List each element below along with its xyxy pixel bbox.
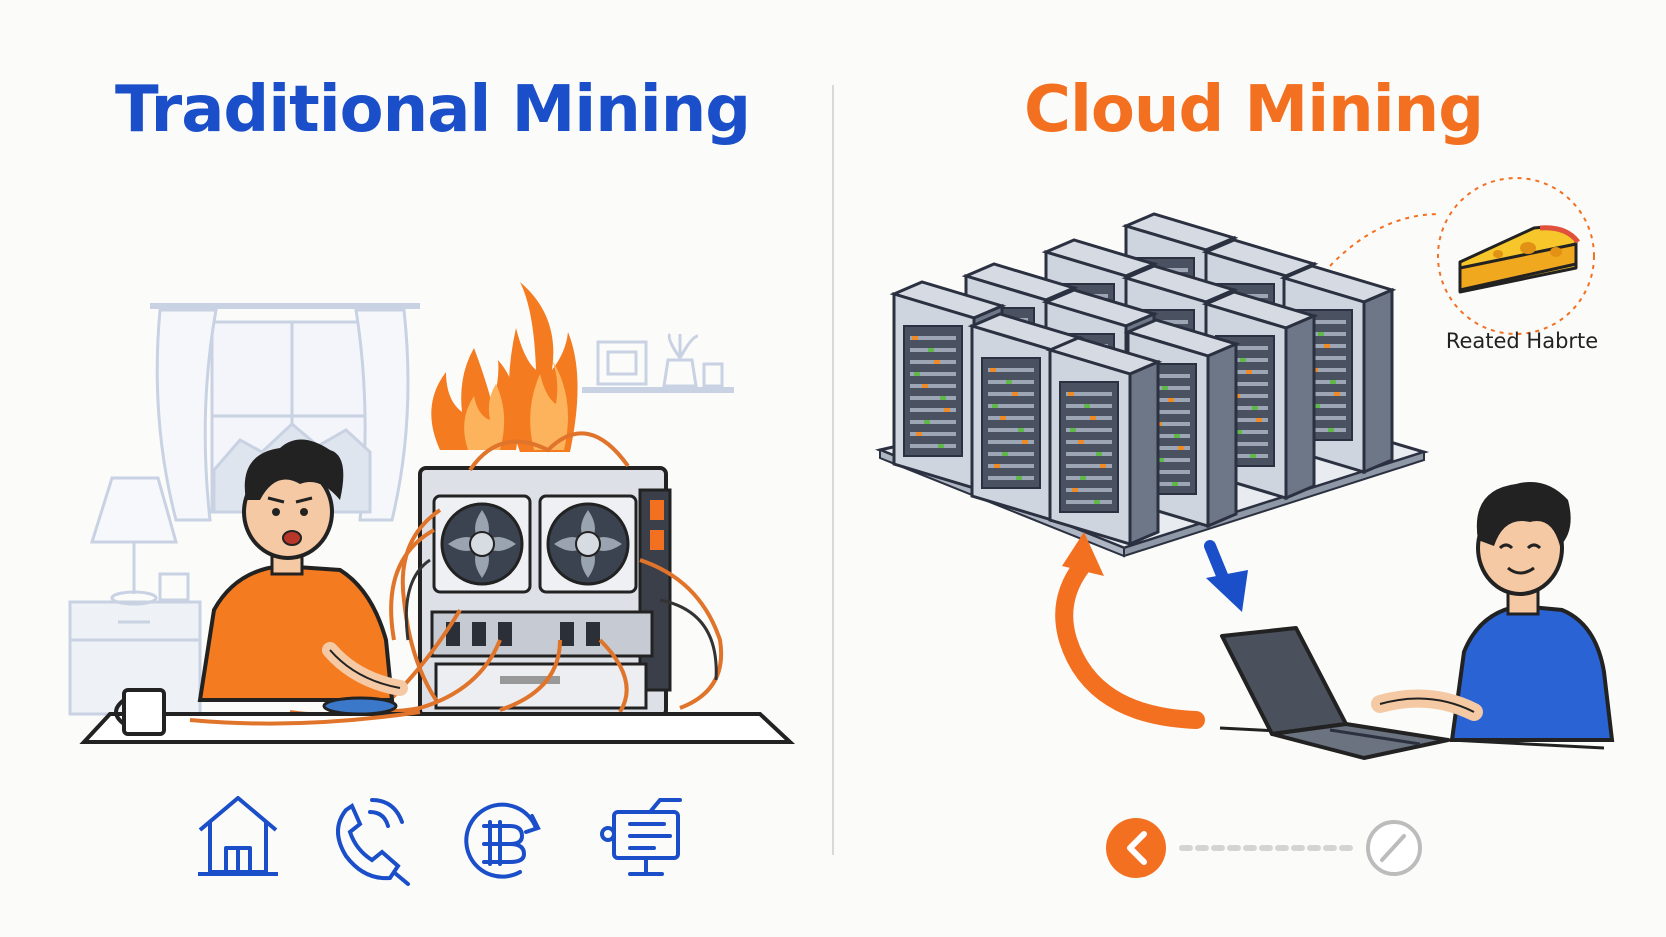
mining-rig <box>289 431 724 718</box>
overheating-flames <box>431 282 578 452</box>
edit-icon <box>1380 834 1406 862</box>
stressed-miner <box>197 439 408 702</box>
prev-button[interactable] <box>1106 818 1166 878</box>
relaxed-user <box>1371 482 1615 742</box>
home-icon <box>198 796 278 876</box>
cheese-icon <box>1458 225 1580 294</box>
next-button[interactable] <box>1366 820 1422 876</box>
download-arrow-head <box>1206 570 1248 612</box>
upload-arrow-head <box>1062 532 1104 576</box>
cloud-mining-title: Cloud Mining <box>1024 73 1484 147</box>
center-divider <box>832 85 834 855</box>
desk <box>79 688 796 744</box>
bitcoin-exchange-icon <box>464 802 541 879</box>
traditional-mining-title: Traditional Mining <box>115 73 751 147</box>
server-monitor-icon <box>600 798 682 876</box>
callout-line <box>1329 213 1441 267</box>
callout-caption: Reated Habrte <box>1445 329 1599 353</box>
callout-circle <box>1437 177 1595 335</box>
chevron-left-icon <box>1127 831 1147 865</box>
upload-arrow <box>1055 557 1205 729</box>
phone-icon <box>336 798 410 886</box>
laptop <box>1220 626 1450 760</box>
